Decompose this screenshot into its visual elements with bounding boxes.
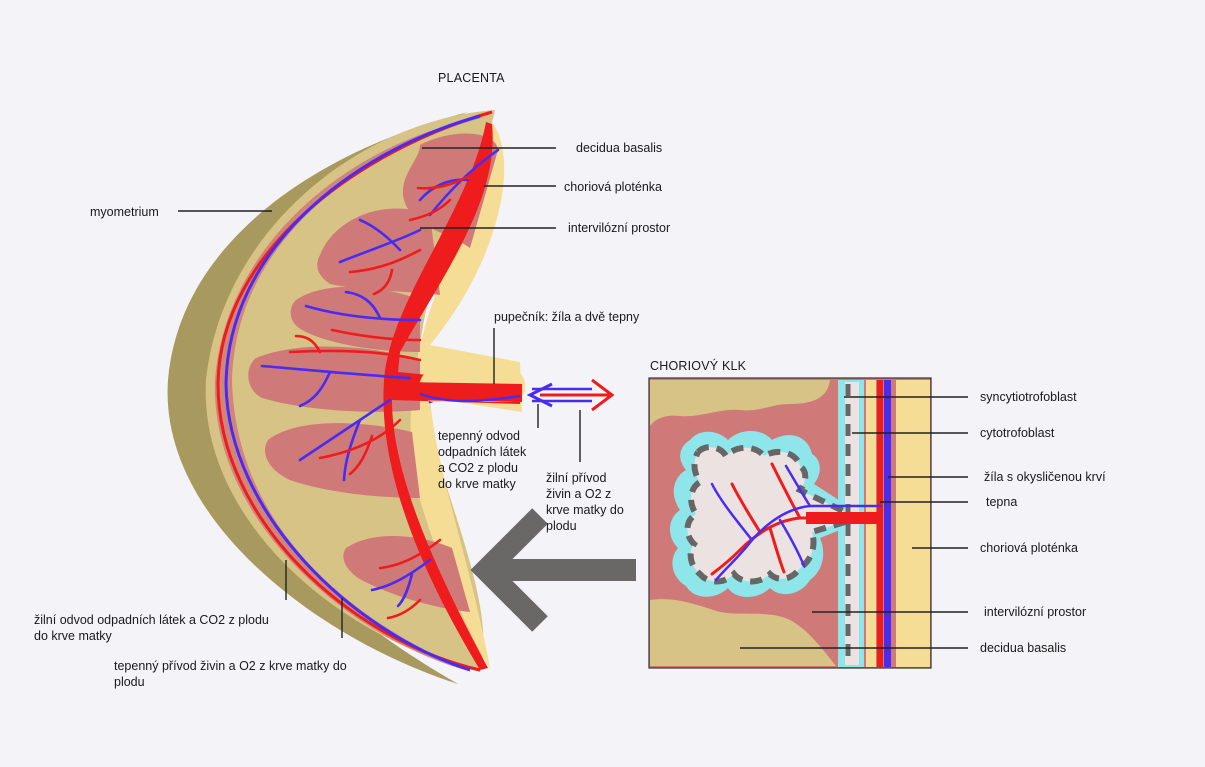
label-villus-decidua-basalis: decidua basalis [980, 640, 1066, 656]
label-chorionic-plate: choriová ploténka [564, 179, 662, 195]
villus-stem [806, 512, 880, 524]
label-villus-intervillous-space: intervilózní prostor [984, 604, 1086, 620]
label-oxygenated-vein: žíla s okysličenou krví [984, 469, 1106, 485]
label-umbilical-cord: pupečník: žíla a dvě tepny [494, 309, 639, 325]
label-decidua-basalis: decidua basalis [576, 140, 662, 156]
label-intervillous-space: intervilózní prostor [568, 220, 670, 236]
label-venous-inflow: žilní přívod živin a O2 z krve matky do … [546, 470, 624, 534]
villus-chorionic-plate [896, 380, 930, 667]
placenta-title: PLACENTA [438, 70, 505, 86]
label-venous-drainage: žilní odvod odpadních látek a CO2 z plod… [34, 612, 269, 644]
villus-panel [649, 378, 931, 668]
label-syncytiotrophoblast: syncytiotrofoblast [980, 389, 1077, 405]
label-arterial-outflow: tepenný odvod odpadních látek a CO2 z pl… [438, 428, 526, 492]
cord-arrows [530, 380, 612, 410]
label-cytotrophoblast: cytotrofoblast [980, 425, 1054, 441]
plate-vein [884, 380, 891, 667]
label-arterial-supply: tepenný přívod živin a O2 z krve matky d… [114, 658, 347, 690]
label-myometrium: myometrium [90, 204, 159, 220]
label-villus-chorionic-plate: choriová ploténka [980, 540, 1078, 556]
label-artery: tepna [986, 494, 1017, 510]
villus-title: CHORIOVÝ KLK [650, 358, 746, 374]
placenta-figure [168, 110, 525, 684]
